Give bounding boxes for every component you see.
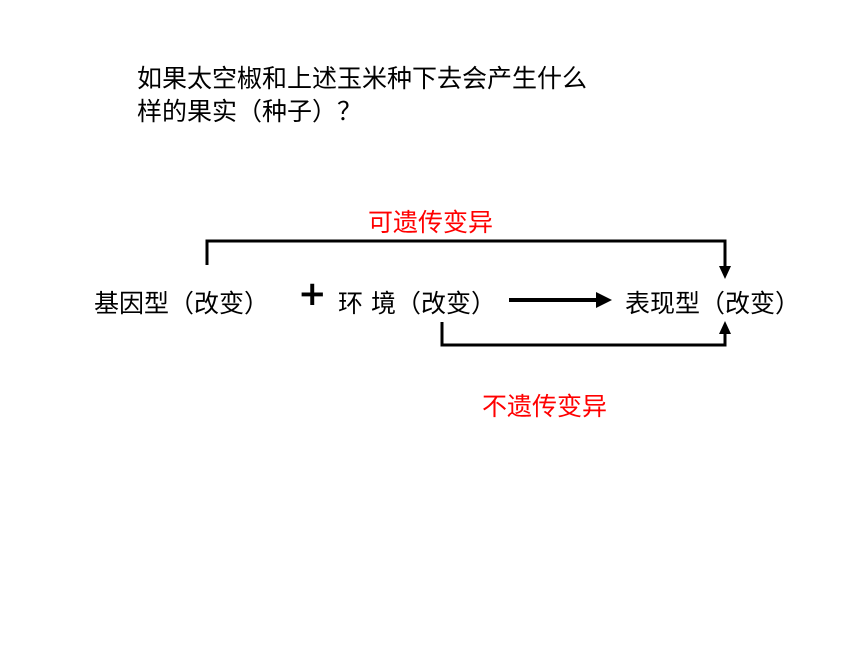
heritable-variation-label: 可遗传变异	[368, 208, 494, 237]
main-arrowhead	[596, 292, 612, 308]
heritable-arrowhead	[719, 266, 731, 279]
heritable-bracket	[205, 239, 727, 268]
non-heritable-variation-label: 不遗传变异	[482, 392, 608, 421]
phenotype-node: 表现型（改变）	[625, 289, 801, 318]
question-line-2: 样的果实（种子）？	[137, 97, 363, 126]
genotype-node: 基因型（改变）	[94, 289, 270, 318]
non-heritable-arrowhead	[719, 321, 731, 334]
question-text: 如果太空椒和上述玉米种下去会产生什么 样的果实（种子）？	[137, 62, 697, 128]
non-heritable-bracket	[440, 322, 727, 347]
environment-node: 环 境（改变）	[338, 289, 496, 318]
question-line-1: 如果太空椒和上述玉米种下去会产生什么	[137, 64, 588, 93]
plus-sign: +	[298, 274, 327, 314]
